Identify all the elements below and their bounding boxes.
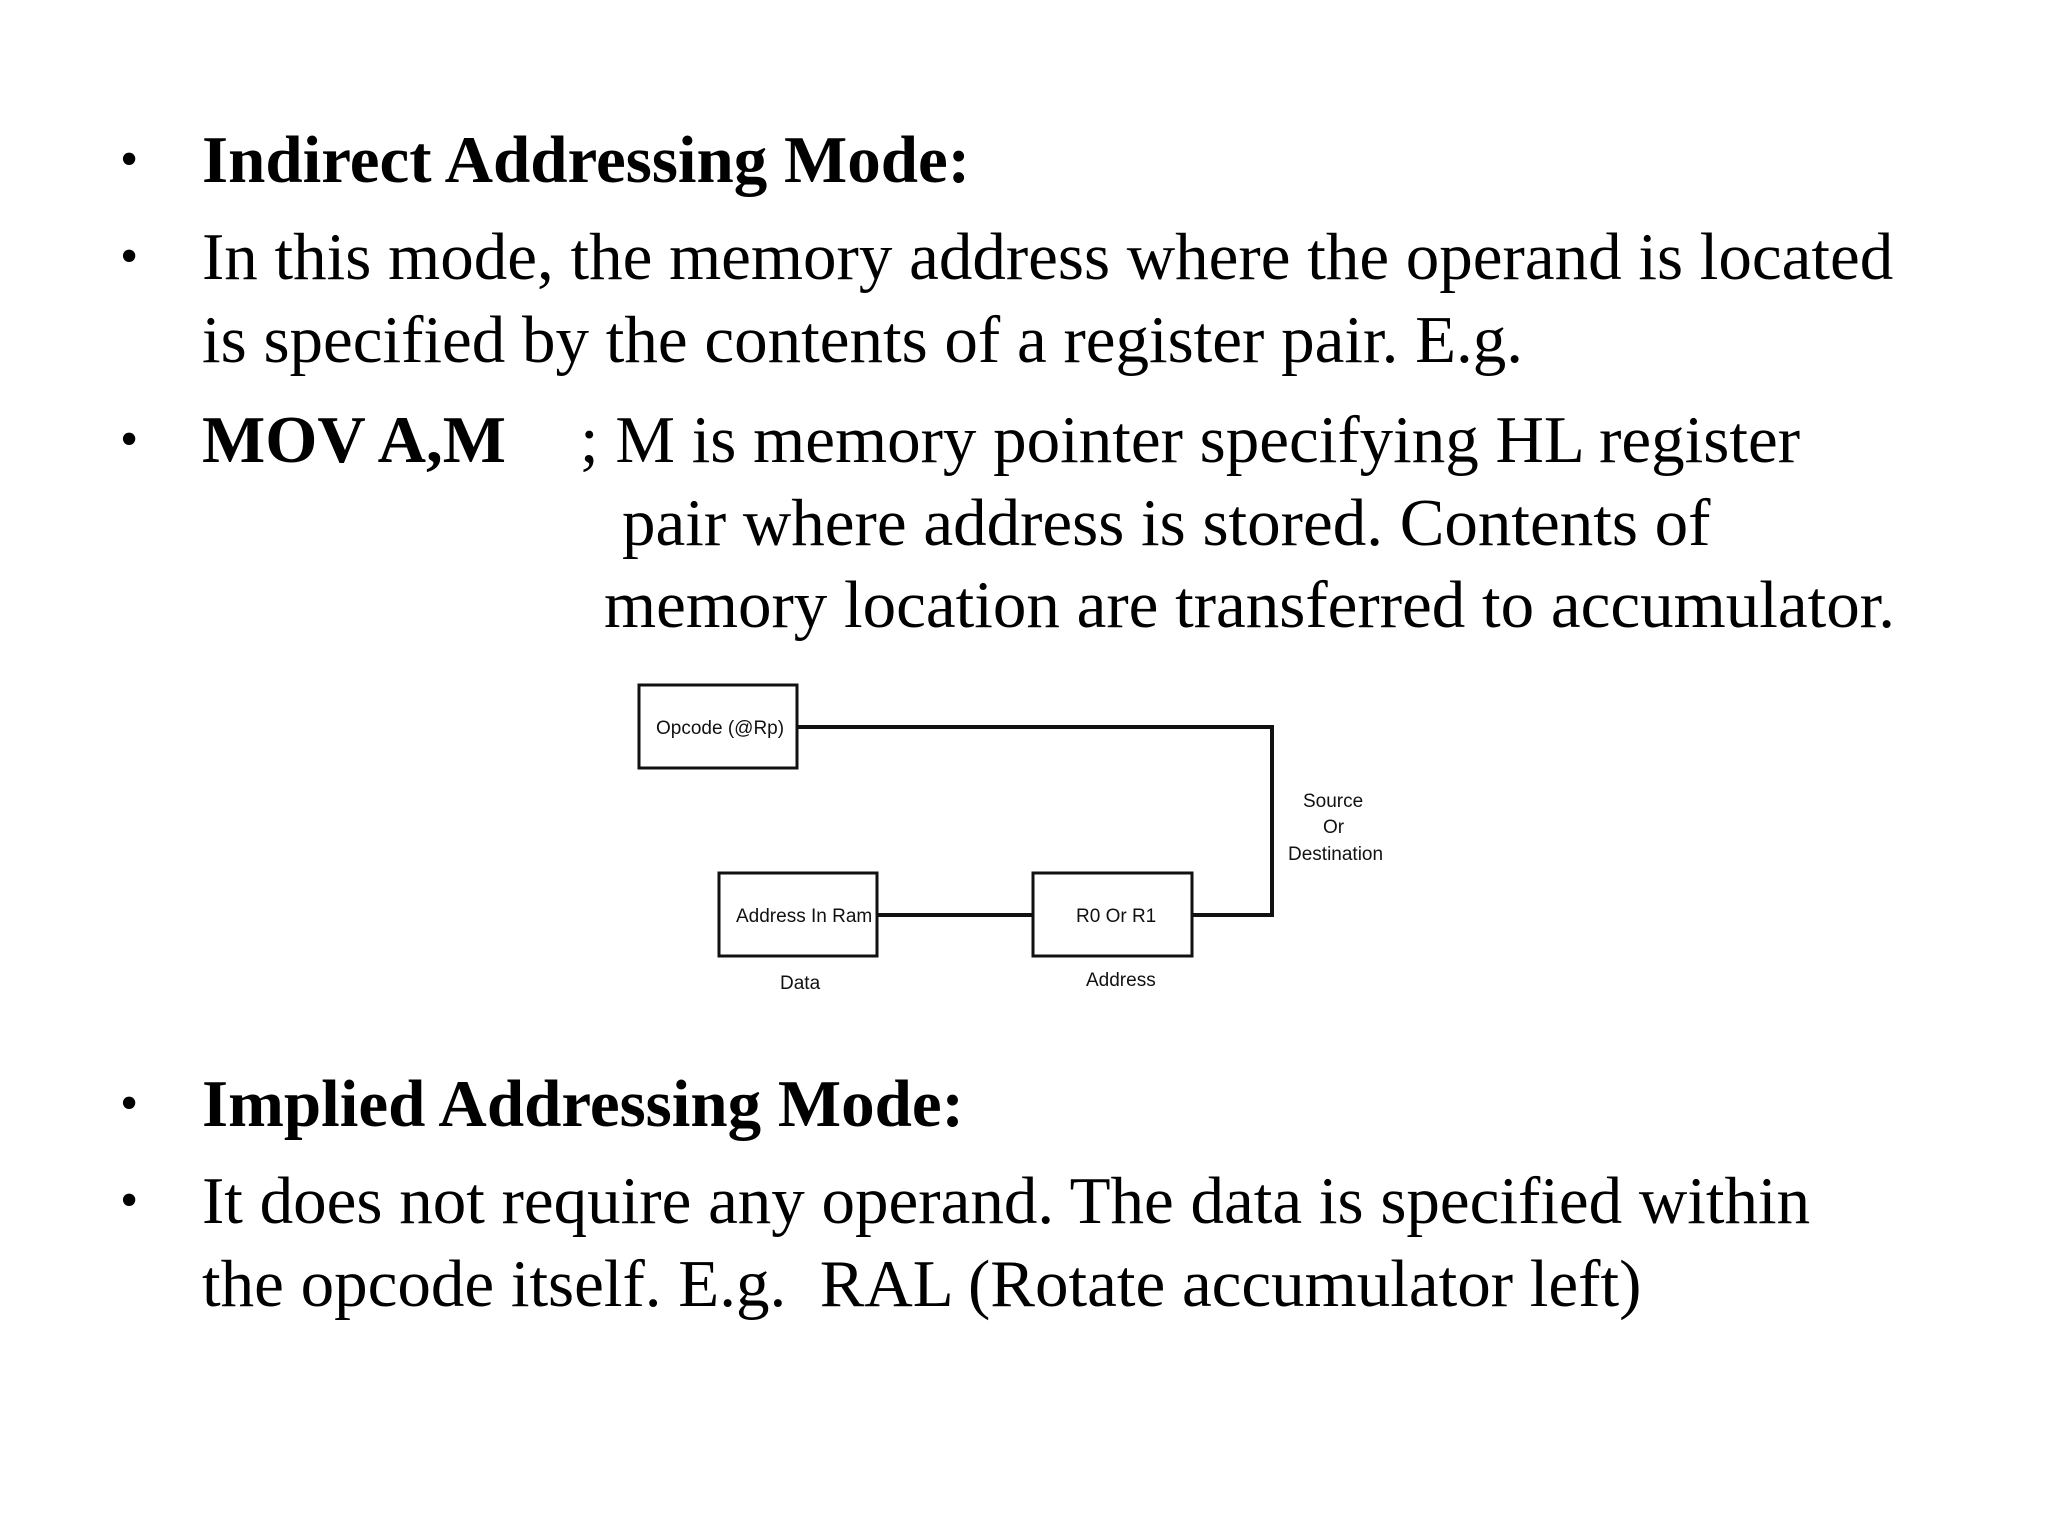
opcode-box [637,683,799,770]
address-in-ram-box [717,871,879,958]
indirect-addressing-diagram: Opcode (@Rp) Address In Ram R0 Or R1 Dat… [637,683,1383,994]
address-caption: Address [1086,970,1156,991]
opcode-box-label: Opcode (@Rp) [656,718,784,739]
address-in-ram-label: Address In Ram [736,906,872,927]
bullet-marker: • [120,1172,139,1229]
bullet-marker: • [120,131,139,188]
register-box-label: R0 Or R1 [1076,906,1156,927]
bullet-marker: • [120,411,139,468]
indirect-description-line1: In this mode, the memory address where t… [202,220,1894,294]
bullet-marker: • [120,1075,139,1132]
implied-description-line1: It does not require any operand. The dat… [202,1164,1811,1238]
example-comment-line1: ; M is memory pointer specifying HL regi… [580,403,1801,477]
source-caption-line1: Source [1303,791,1363,812]
indirect-description-line2: is specified by the contents of a regist… [202,303,1523,377]
bullet-marker: • [120,228,139,285]
data-caption: Data [780,973,821,994]
example-comment-line3: memory location are transferred to accum… [604,568,1896,642]
implied-mode-heading: Implied Addressing Mode: [202,1067,964,1141]
opcode-to-register-wire [797,725,1274,917]
example-comment-line2: pair where address is stored. Contents o… [622,486,1711,560]
indirect-mode-heading: Indirect Addressing Mode: [202,123,971,197]
source-caption-line3: Destination [1288,844,1383,865]
source-caption-line2: Or [1323,817,1345,838]
implied-description-line2: the opcode itself. E.g. RAL (Rotate accu… [202,1247,1642,1321]
example-instruction: MOV A,M [202,403,506,477]
register-box [1031,871,1194,958]
